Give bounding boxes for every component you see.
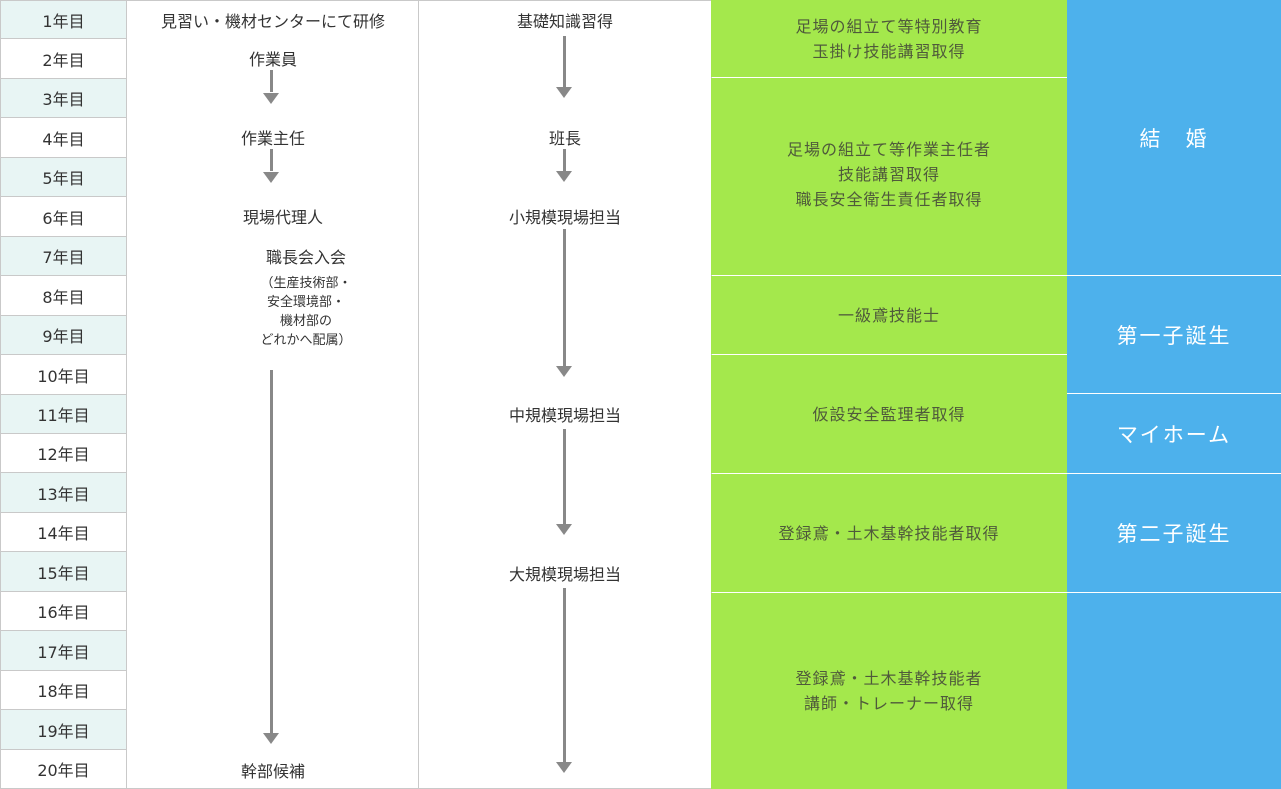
site-agent-label: 現場代理人 [242, 208, 323, 227]
association-label: 職長会入会 [265, 248, 346, 267]
assignment-note: （生産技術部・ 安全環境部・ 機材部の どれかへ配属） [160, 274, 452, 350]
qualification-block: 足場の組立て等作業主任者 技能講習取得 職長安全衛生責任者取得 [711, 78, 1067, 275]
worker-label: 作業員 [248, 50, 297, 69]
year-cell: 20年目 [0, 750, 127, 789]
year-cell: 13年目 [0, 473, 127, 513]
year-cell: 9年目 [0, 316, 127, 355]
year-cell: 15年目 [0, 552, 127, 592]
arrow-down-icon [263, 93, 279, 104]
small-site-label: 小規模現場担当 [508, 208, 621, 227]
arrow-line [563, 149, 566, 171]
year-cell: 2年目 [0, 39, 127, 79]
qualification-block: 足場の組立て等特別教育 玉掛け技能講習取得 [711, 0, 1067, 77]
assignment-line: 機材部の [279, 314, 332, 329]
executive-label: 幹部候補 [240, 762, 305, 781]
qualification-line: 登録鳶・土木基幹技能者取得 [778, 523, 1000, 543]
medium-site-label: 中規模現場担当 [508, 406, 621, 425]
life-event-block [1067, 593, 1281, 789]
basic-knowledge-label: 基礎知識習得 [516, 12, 613, 31]
qualification-line: 玉掛け技能講習取得 [812, 41, 966, 61]
arrow-down-icon [556, 171, 572, 182]
leader-label: 班長 [548, 129, 581, 148]
arrow-down-icon [556, 762, 572, 773]
qualification-line: 講師・トレーナー取得 [803, 694, 974, 713]
year-cell: 19年目 [0, 710, 127, 750]
home-label: マイホーム [1116, 422, 1232, 447]
arrow-line [563, 229, 566, 366]
year-cell: 3年目 [0, 79, 127, 118]
qualification-line: 登録鳶・土木基幹技能者 [795, 669, 983, 688]
qualification-line: 足場の組立て等作業主任者 [786, 140, 991, 159]
qualification-block: 仮設安全監理者取得 [711, 355, 1067, 473]
qualification-block: 一級鳶技能士 [711, 276, 1067, 354]
arrow-down-icon [263, 172, 279, 183]
life-event-block: 結 婚 [1067, 0, 1281, 275]
qualification-line: 仮設安全監理者取得 [812, 404, 966, 424]
assignment-line: どれかへ配属） [260, 333, 352, 348]
arrow-line [563, 36, 566, 87]
marriage-label: 結 婚 [1139, 126, 1209, 151]
year-cell: 6年目 [0, 197, 127, 237]
arrow-down-icon [556, 524, 572, 535]
arrow-line [270, 149, 273, 171]
year-cell: 4年目 [0, 118, 127, 158]
assignment-line: （生産技術部・ [260, 276, 352, 291]
year-cell: 12年目 [0, 434, 127, 473]
arrow-down-icon [556, 87, 572, 98]
qualification-line: 技能講習取得 [837, 165, 940, 184]
qualification-line: 足場の組立て等特別教育 [795, 16, 983, 36]
year-cell: 11年目 [0, 395, 127, 434]
year-cell: 8年目 [0, 276, 127, 316]
qualification-block: 登録鳶・土木基幹技能者 講師・トレーナー取得 [711, 593, 1067, 789]
year-cell: 10年目 [0, 355, 127, 395]
life-event-block: 第二子誕生 [1067, 474, 1281, 592]
qualification-line: 一級鳶技能士 [837, 305, 940, 325]
year-cell: 17年目 [0, 631, 127, 671]
chief-label: 作業主任 [240, 129, 305, 148]
second-child-label: 第二子誕生 [1116, 522, 1232, 546]
year-cell: 5年目 [0, 158, 127, 197]
year-cell: 14年目 [0, 513, 127, 552]
year-cell: 18年目 [0, 671, 127, 710]
year-cell: 16年目 [0, 592, 127, 631]
arrow-line [270, 370, 273, 733]
qualification-line: 職長安全衛生責任者取得 [795, 190, 983, 209]
training-label: 見習い・機材センターにて研修 [160, 12, 385, 31]
year-cell: 7年目 [0, 237, 127, 276]
arrow-line [563, 429, 566, 524]
large-site-label: 大規模現場担当 [508, 565, 621, 584]
life-event-block: 第一子誕生 [1067, 276, 1281, 393]
arrow-line [270, 70, 273, 92]
assignment-line: 安全環境部・ [266, 295, 345, 310]
life-event-block: マイホーム [1067, 394, 1281, 473]
arrow-line [563, 588, 566, 762]
qualification-block: 登録鳶・土木基幹技能者取得 [711, 474, 1067, 592]
year-cell: 1年目 [0, 0, 127, 39]
arrow-down-icon [263, 733, 279, 744]
arrow-down-icon [556, 366, 572, 377]
first-child-label: 第一子誕生 [1116, 323, 1232, 348]
